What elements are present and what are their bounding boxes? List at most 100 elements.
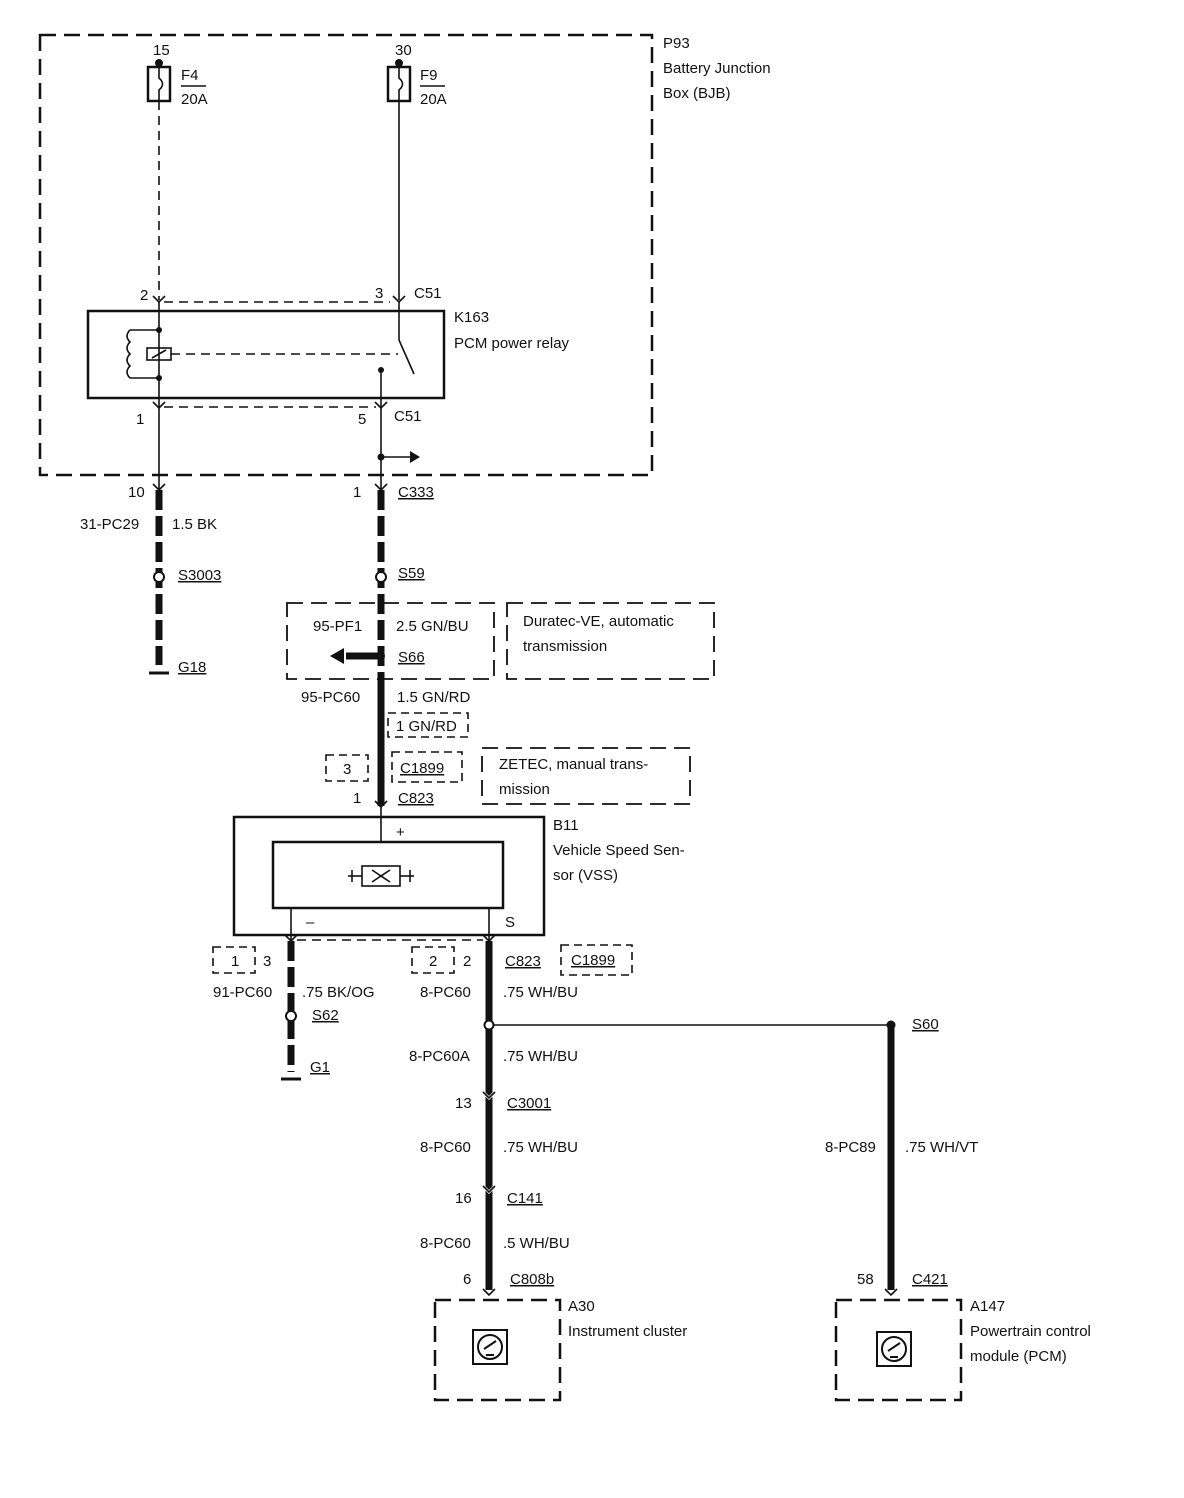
cluster-gauge-icon xyxy=(477,1334,503,1360)
relay-pin-1: 1 xyxy=(136,411,144,428)
pcm-line2: module (PCM) xyxy=(970,1348,1067,1365)
note2-line2: mission xyxy=(499,781,550,798)
gnd-alt-pin-box xyxy=(212,946,256,974)
center-connector: C333 xyxy=(398,484,434,501)
relay-switch-contact xyxy=(398,339,415,375)
fuse-f9-terminal xyxy=(395,59,403,67)
splice-s62 xyxy=(285,1010,297,1022)
sig-c141: C141 xyxy=(507,1190,543,1207)
alt-wire-box xyxy=(387,712,469,738)
sig-c808-pin: 6 xyxy=(463,1271,471,1288)
relay-coil-node-bottom xyxy=(156,375,162,381)
relay-pin-2: 2 xyxy=(140,287,148,304)
cluster-name: Instrument cluster xyxy=(568,1323,687,1340)
left-pin: 10 xyxy=(128,484,145,501)
sig-c3-circuit: 8-PC60 xyxy=(420,1139,471,1156)
sig-circuit: 8-PC60 xyxy=(420,984,471,1001)
fuse-f9-name: F9 xyxy=(420,67,438,84)
cluster-box xyxy=(433,1298,562,1402)
fuse-f9-pin: 30 xyxy=(395,42,412,59)
bjb-label-line1: Battery Junction xyxy=(663,60,771,77)
pcm-gauge-icon xyxy=(881,1336,907,1362)
fuse-f4-pin: 15 xyxy=(153,42,170,59)
sig-c4-circuit: 8-PC60 xyxy=(420,1235,471,1252)
c3001-chevron xyxy=(482,1091,496,1100)
relay-output-arrow-icon xyxy=(410,451,420,463)
note-box-duratec xyxy=(506,602,715,680)
gnd-circuit: 91-PC60 xyxy=(213,984,272,1001)
relay-coil-core-slash xyxy=(151,349,167,359)
fuse-f9-rating: 20A xyxy=(420,91,447,108)
sig-alt-conn-box xyxy=(560,944,633,976)
sig-wire-label: .75 WH/BU xyxy=(503,984,578,1001)
bjb-ref: P93 xyxy=(663,35,690,52)
cluster-gauge-frame xyxy=(472,1329,508,1365)
center-splice2: S66 xyxy=(398,649,425,666)
pcm-connector: C421 xyxy=(912,1271,948,1288)
relay-pin-5: 5 xyxy=(358,411,366,428)
pcm-wire-label: .75 WH/VT xyxy=(905,1139,978,1156)
center-connector2: C823 xyxy=(398,790,434,807)
sig-c3001: C3001 xyxy=(507,1095,551,1112)
cluster-gauge-needle xyxy=(483,1340,497,1350)
vss-plus: + xyxy=(396,824,405,841)
center-pin2: 1 xyxy=(353,790,361,807)
alt-conn-box xyxy=(391,751,463,783)
pcm-ref: A147 xyxy=(970,1298,1005,1315)
center-alt-conn: C1899 xyxy=(400,760,444,777)
pf-arrow-icon xyxy=(330,648,344,664)
relay-ref: K163 xyxy=(454,309,489,326)
note2-line1: ZETEC, manual trans- xyxy=(499,756,648,773)
pcm-gauge-frame xyxy=(876,1331,912,1367)
sig-alt-conn: C1899 xyxy=(571,952,615,969)
sig-c2-circuit: 8-PC60A xyxy=(409,1048,470,1065)
relay-pin5-chevron xyxy=(374,401,388,410)
sig-splice-node xyxy=(483,1019,495,1031)
relay-coil-node-top xyxy=(156,327,162,333)
sig-c3-wire: .75 WH/BU xyxy=(503,1139,578,1156)
center-alt-pin: 3 xyxy=(343,761,351,778)
relay-box xyxy=(86,309,446,400)
center-splice1: S59 xyxy=(398,565,425,582)
c808b-chevron xyxy=(482,1288,496,1297)
gnd-splice: S62 xyxy=(312,1007,339,1024)
pcm-pin: 58 xyxy=(857,1271,874,1288)
gnd-ground: G1 xyxy=(310,1059,330,1076)
pcm-box xyxy=(834,1298,963,1402)
cluster-ref: A30 xyxy=(568,1298,595,1315)
alt-pin-box xyxy=(325,754,369,782)
sig-alt-pin: 2 xyxy=(429,953,437,970)
bjb-box xyxy=(38,33,654,477)
pf-circuit: 95-PF1 xyxy=(313,618,362,635)
sig-splice: S60 xyxy=(912,1016,939,1033)
fuse-f4-name: F4 xyxy=(181,67,199,84)
pcm-line1: Powertrain control xyxy=(970,1323,1091,1340)
vss-box xyxy=(232,815,546,937)
sig-c2-wire: .75 WH/BU xyxy=(503,1048,578,1065)
fuse-f4-terminal xyxy=(155,59,163,67)
vss-minus: – xyxy=(306,914,315,931)
fuse-f4-rating: 20A xyxy=(181,91,208,108)
vss-sensor-x2 xyxy=(371,869,391,883)
note-box-zetec xyxy=(481,747,691,805)
left-splice: S3003 xyxy=(178,567,221,584)
note1-line1: Duratec-VE, automatic xyxy=(523,613,674,630)
center-circuit: 95-PC60 xyxy=(301,689,360,706)
splice-s66 xyxy=(377,652,385,660)
fuse-f4-element xyxy=(158,67,164,101)
gnd-pin: 3 xyxy=(263,953,271,970)
gnd-alt-pin: 1 xyxy=(231,953,239,970)
note1-line2: transmission xyxy=(523,638,607,655)
pf-wire: 2.5 GN/BU xyxy=(396,618,469,635)
left-circuit: 31-PC29 xyxy=(80,516,139,533)
pcm-circuit: 8-PC89 xyxy=(825,1139,876,1156)
sig-alt-pin-box xyxy=(411,946,455,974)
fuse-f9-element xyxy=(398,67,404,101)
vss-inner-box xyxy=(271,840,505,910)
sig-c3001-pin: 13 xyxy=(455,1095,472,1112)
relay-conn-bottom: C51 xyxy=(394,408,422,425)
pcm-gauge-needle xyxy=(887,1342,901,1352)
sig-connector: C823 xyxy=(505,953,541,970)
vss-ref: B11 xyxy=(553,817,579,834)
gnd-wire-label: .75 BK/OG xyxy=(302,984,375,1001)
